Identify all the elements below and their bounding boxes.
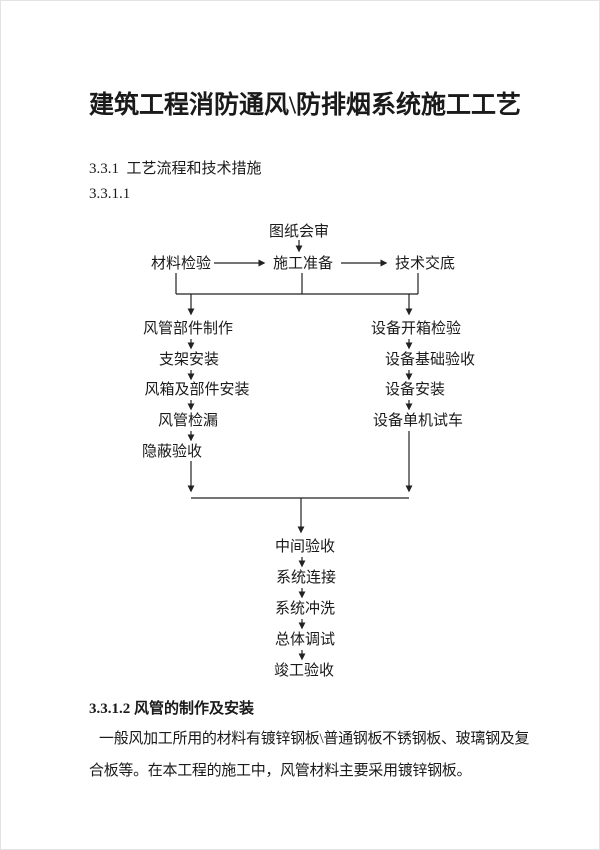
flow-node-concealed-acceptance: 隐蔽验收	[141, 444, 203, 460]
flow-node-technical-briefing: 技术交底	[394, 256, 456, 272]
flow-node-equip-unboxing: 设备开箱检验	[370, 321, 462, 337]
flow-node-overall-commissioning: 总体调试	[274, 632, 336, 648]
section-heading-3312: 3.3.1.2 风管的制作及安装	[89, 701, 255, 717]
flow-node-material-inspection: 材料检验	[150, 256, 212, 272]
connector-arrows	[187, 240, 413, 661]
flow-node-duct-leak-test: 风管检漏	[157, 413, 219, 429]
flow-node-equip-test-run: 设备单机试车	[372, 413, 464, 429]
flow-node-interim-acceptance: 中间验收	[274, 539, 336, 555]
flow-node-system-connection: 系统连接	[275, 570, 337, 586]
flow-node-duct-parts-making: 风管部件制作	[142, 321, 234, 337]
section-heading-331: 3.3.1 工艺流程和技术措施	[89, 161, 262, 177]
flow-node-completion-acceptance: 竣工验收	[273, 663, 335, 679]
document-title: 建筑工程消防通风\防排烟系统施工工艺	[89, 92, 521, 119]
paragraph-line-1: 一般风加工所用的材料有镀锌钢板\普通钢板不锈钢板、玻璃钢及复	[99, 731, 530, 747]
flow-node-support-install: 支架安装	[158, 352, 220, 368]
flow-node-equip-install: 设备安装	[384, 382, 446, 398]
flow-node-equip-foundation: 设备基础验收	[384, 352, 476, 368]
flow-node-box-parts-install: 风箱及部件安装	[144, 382, 250, 398]
paragraph-line-2: 合板等。在本工程的施工中，风管材料主要采用镀锌钢板。	[89, 763, 472, 779]
flow-node-drawing-review: 图纸会审	[268, 224, 330, 240]
flow-node-system-flushing: 系统冲洗	[274, 601, 336, 617]
section-heading-3311: 3.3.1.1	[89, 186, 131, 202]
flow-node-construction-prep: 施工准备	[272, 256, 334, 272]
